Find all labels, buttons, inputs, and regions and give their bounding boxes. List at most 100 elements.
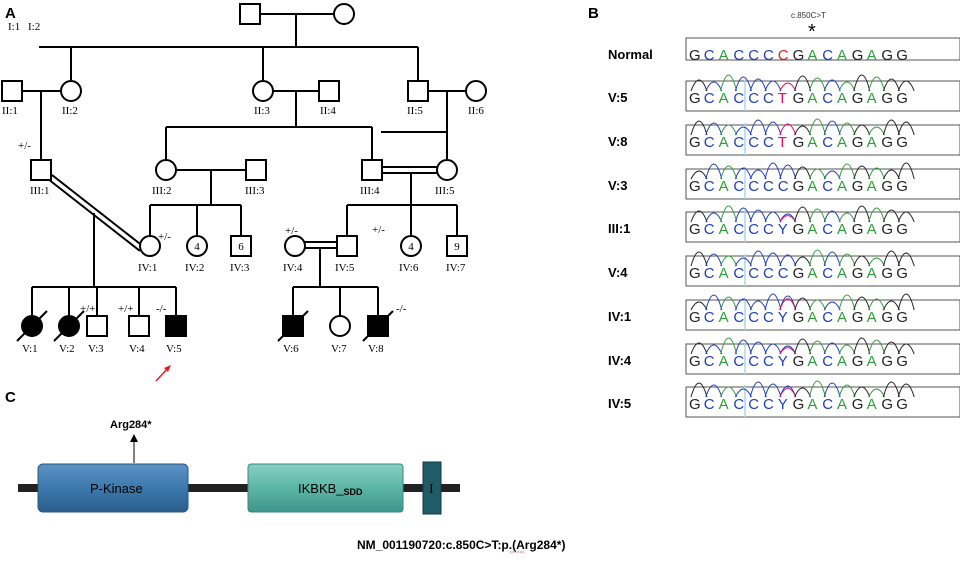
base-call: C [778, 178, 789, 195]
chromatogram-peak [823, 301, 841, 311]
chromatogram-peak [897, 343, 915, 355]
chromatogram-peak [897, 293, 915, 311]
base-call: C [748, 353, 759, 370]
deceased-slash [277, 310, 309, 342]
sample-label: III:1 [608, 221, 630, 236]
base-call: G [852, 134, 864, 151]
base-call: G [881, 178, 893, 195]
base-call: C [822, 309, 833, 326]
base-call: G [881, 90, 893, 107]
chromatogram-peak [705, 294, 723, 311]
base-call: C [748, 90, 759, 107]
pedigree-individual-iv-2 [186, 235, 208, 257]
base-call: A [867, 221, 877, 238]
chromatogram-peak [868, 298, 886, 311]
base-call: G [896, 178, 908, 195]
sibship-count: 4 [408, 241, 414, 253]
chromatogram-peak [794, 387, 812, 398]
chromatogram-peak [705, 344, 723, 355]
base-call: C [822, 90, 833, 107]
proband-arrow-icon [164, 365, 171, 372]
sample-label: V:4 [608, 265, 628, 280]
chromatogram-peak [838, 122, 856, 136]
genotype-label: +/- [158, 231, 171, 243]
chromatogram-peak [794, 75, 812, 92]
chromatogram-peak [749, 300, 767, 311]
i-domain-label: I [429, 482, 434, 497]
base-call: A [719, 309, 729, 326]
chromatogram-peak [749, 78, 767, 92]
chromatogram-peak [779, 295, 797, 311]
chromatogram-peak [749, 250, 767, 267]
base-call: G [689, 265, 701, 282]
individual-label-iv-5: IV:5 [335, 262, 355, 274]
individual-label-v-3: V:3 [88, 343, 104, 355]
base-call: A [867, 396, 877, 413]
base-call: G [793, 265, 805, 282]
base-call: C [763, 134, 774, 151]
base-call: Y [778, 309, 788, 326]
mutation-label: Arg284* [110, 419, 152, 431]
genotype-label: -/- [396, 303, 407, 315]
base-call: G [689, 134, 701, 151]
base-call: C [822, 178, 833, 195]
individual-label-v-5: V:5 [166, 343, 182, 355]
chromatogram-peak [853, 386, 871, 398]
trace-frame [685, 80, 960, 112]
chromatogram-peak [838, 253, 856, 267]
base-call: A [837, 134, 847, 151]
base-call: G [793, 134, 805, 151]
trace-frame [685, 211, 960, 243]
individual-label-iii-2: III:2 [152, 185, 172, 197]
trace-frame [685, 343, 960, 375]
base-call: A [837, 265, 847, 282]
chromatogram-peak [779, 347, 797, 355]
chromatogram-peak [734, 298, 752, 311]
base-call: A [837, 396, 847, 413]
deceased-slash [362, 310, 394, 342]
chromatogram-peak [720, 296, 738, 311]
base-call: C [733, 396, 744, 413]
base-call: A [719, 221, 729, 238]
chromatogram-peak [734, 76, 752, 92]
individual-label-v-7: V:7 [331, 343, 347, 355]
chromatogram-peak [734, 126, 752, 136]
pedigree-individual-iv-5 [336, 235, 358, 257]
chromatogram-peak [882, 169, 900, 180]
base-call: A [837, 221, 847, 238]
individual-label-v-8: V:8 [368, 343, 384, 355]
chromatogram-peak [764, 80, 782, 92]
chromatogram-peak [749, 119, 767, 136]
base-call: A [807, 178, 817, 195]
base-call: A [837, 90, 847, 107]
genotype-label: +/+ [80, 303, 95, 315]
pedigree-individual-ii-3 [252, 80, 274, 102]
chromatogram-peak [690, 382, 708, 398]
base-call: C [763, 396, 774, 413]
sample-label: V:3 [608, 178, 628, 193]
ikbkb-sdd-domain-label: IKBKB_SDD [298, 481, 363, 497]
sample-label: IV:4 [608, 353, 632, 368]
mutation-asterisk: * [808, 21, 816, 43]
chromatogram-peak [779, 254, 797, 267]
base-call: A [837, 353, 847, 370]
individual-label-v-6: V:6 [283, 343, 299, 355]
chromatogram-peak [764, 252, 782, 267]
chromatogram-peak [838, 294, 856, 311]
deceased-slash [53, 310, 85, 342]
base-call: G [793, 353, 805, 370]
chromatogram-peak [720, 205, 738, 223]
pedigree-individual-iv-1 [139, 235, 161, 257]
chromatogram-peak [734, 257, 752, 267]
base-call: A [719, 134, 729, 151]
chromatogram-peak [779, 215, 797, 223]
base-call: G [852, 47, 864, 64]
sibship-count: 4 [194, 241, 200, 253]
chromatogram-peak [690, 342, 708, 355]
base-call: G [852, 221, 864, 238]
chromatogram-peak [764, 383, 782, 398]
